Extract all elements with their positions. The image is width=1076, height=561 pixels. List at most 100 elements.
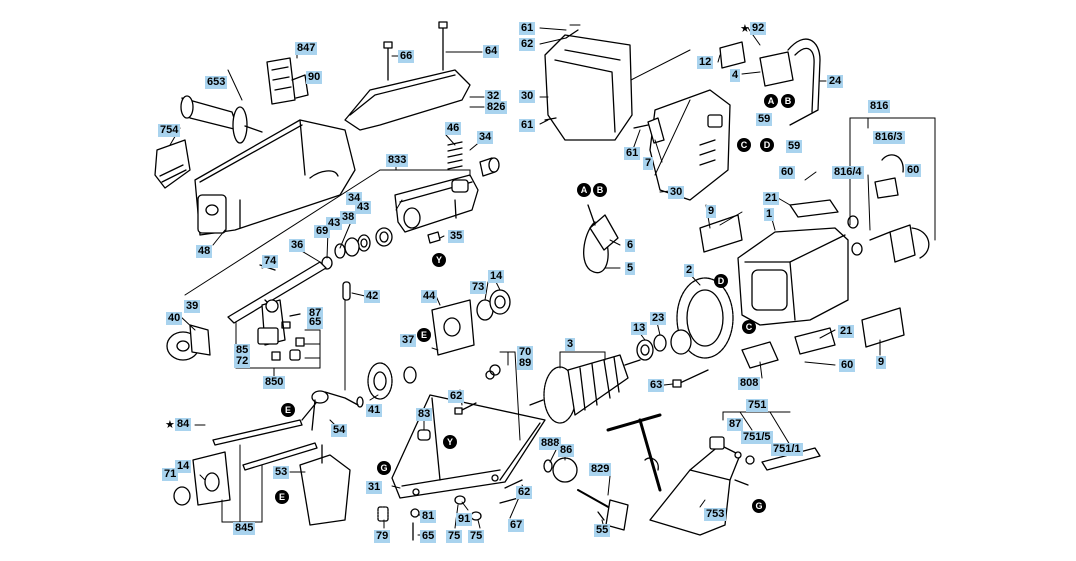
connection-marker-y: Y	[432, 253, 446, 267]
trigger-7-drawing	[647, 117, 665, 144]
stator-2-drawing	[670, 277, 734, 359]
foot-53-drawing	[299, 444, 351, 526]
part-label-41: 41	[366, 404, 383, 417]
part-label-73: 73	[470, 281, 487, 294]
connection-marker-b: B	[593, 183, 607, 197]
part-label-847: 847	[295, 42, 318, 55]
part-label-90: 90	[306, 71, 323, 84]
part-label-751-5: 751/5	[741, 431, 773, 444]
bearing-73-14-drawing	[476, 289, 511, 321]
part-label-21-a: 21	[763, 192, 780, 205]
part-label-7: 7	[643, 157, 654, 170]
part-label-81: 81	[420, 510, 437, 523]
part-label-91: 91	[456, 513, 473, 526]
part-label-89: 89	[517, 357, 534, 370]
part-label-751: 751	[746, 399, 769, 412]
motor-housing-1-drawing	[737, 199, 849, 326]
bolt-63-drawing	[672, 369, 709, 388]
bearing-block-44-drawing	[431, 299, 475, 356]
front-housing-drawing	[194, 119, 356, 236]
part-label-60-a: 60	[905, 164, 922, 177]
connection-marker-b: B	[781, 94, 795, 108]
screws-66-64-drawing	[383, 21, 448, 81]
part-label-653: 653	[205, 76, 228, 89]
part-label-30-top: 30	[519, 90, 536, 103]
part-label-66: 66	[398, 50, 415, 63]
part-label-44: 44	[421, 290, 438, 303]
part-label-43-a: 43	[355, 201, 372, 214]
part-label-75-a: 75	[446, 530, 463, 543]
part-label-86: 86	[558, 444, 575, 457]
bearing-block-71-drawing	[173, 451, 231, 506]
connection-marker-d: D	[760, 138, 774, 152]
part-label-816-4: 816/4	[832, 166, 864, 179]
small-fasteners-drawing	[377, 429, 523, 541]
switch-assembly-drawing	[719, 38, 821, 126]
part-label-12: 12	[697, 56, 714, 69]
connection-marker-c: C	[737, 138, 751, 152]
part-label-888: 888	[539, 437, 562, 450]
part-label-826: 826	[485, 101, 508, 114]
part-label-14-b: 14	[175, 460, 192, 473]
part-label-754: 754	[158, 124, 181, 137]
connection-marker-y: Y	[443, 435, 457, 449]
washers-70-89-drawing	[485, 364, 501, 380]
part-label-850: 850	[263, 376, 286, 389]
part-label-9-a: 9	[706, 205, 717, 218]
part-label-31: 31	[366, 481, 383, 494]
screw-62-drawing	[454, 402, 523, 489]
gear-41-drawing	[367, 362, 417, 400]
side-handle-drawing	[180, 95, 263, 144]
top-cover-drawing	[344, 69, 471, 131]
part-label-61-mid: 61	[519, 119, 536, 132]
washer-40-drawing	[166, 324, 211, 361]
connection-marker-e: E	[281, 403, 295, 417]
part-label-75-b: 75	[468, 530, 485, 543]
boot-754-drawing	[154, 139, 191, 189]
pin-42-drawing	[342, 281, 351, 301]
part-label-40: 40	[166, 312, 183, 325]
wrench-tool-drawing	[606, 413, 662, 492]
shoe-753-drawing	[649, 444, 749, 536]
part-label-36: 36	[289, 239, 306, 252]
part-label-61-low: 61	[624, 147, 641, 160]
label-plates-9-drawing	[699, 214, 905, 369]
part-label-62-mid: 62	[448, 390, 465, 403]
part-label-829: 829	[589, 463, 612, 476]
part-label-6: 6	[625, 239, 636, 252]
part-label-72: 72	[234, 355, 251, 368]
part-label-42: 42	[364, 290, 381, 303]
power-cord-drawing	[583, 204, 619, 274]
part-label-2: 2	[684, 264, 695, 277]
part-label-67: 67	[508, 519, 525, 532]
part-label-55: 55	[594, 524, 611, 537]
part-label-74: 74	[262, 255, 279, 268]
lever-751-drawing	[709, 436, 821, 471]
part-label-65-a: 65	[307, 316, 324, 329]
part-label-13: 13	[631, 322, 648, 335]
connection-marker-c: C	[742, 320, 756, 334]
part-label-38: 38	[340, 211, 357, 224]
bearing-13-drawing	[636, 334, 667, 361]
part-label-751-1: 751/1	[771, 443, 803, 456]
part-label-60-b: 60	[779, 166, 796, 179]
connection-marker-a: A	[764, 94, 778, 108]
gear-housing-31-drawing	[391, 394, 546, 499]
part-label-65-b: 65	[420, 530, 437, 543]
part-label-64: 64	[483, 45, 500, 58]
part-label-3: 3	[565, 338, 576, 351]
bushing-34-drawing	[479, 157, 500, 177]
part-label-85: 85	[234, 344, 251, 357]
part-label-83: 83	[416, 408, 433, 421]
part-label-62-low: 62	[516, 486, 533, 499]
part-label-84: 84	[175, 418, 192, 431]
connection-marker-g: G	[377, 461, 391, 475]
part-label-53: 53	[273, 466, 290, 479]
guide-rods-drawing	[212, 419, 318, 471]
part-label-21-b: 21	[838, 325, 855, 338]
part-label-71: 71	[162, 468, 179, 481]
connection-marker-d: D	[714, 274, 728, 288]
part-label-833: 833	[386, 154, 409, 167]
part-label-62: 62	[519, 38, 536, 51]
